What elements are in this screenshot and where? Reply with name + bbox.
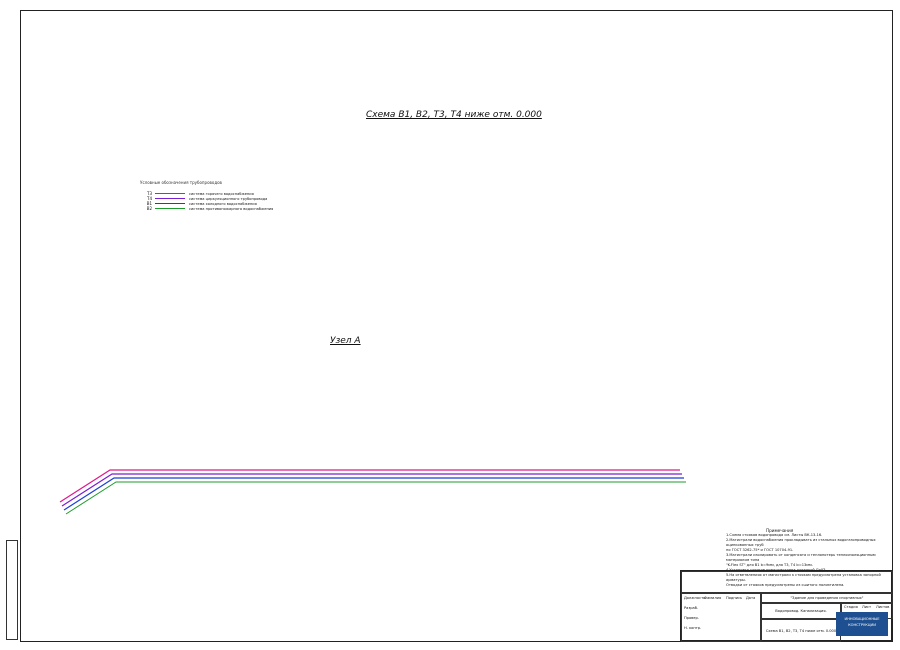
legend-line-b1 <box>155 203 185 204</box>
stamp-stage-label: Стадия <box>844 605 858 609</box>
stamp-section: Водопровод. Канализация. <box>761 603 841 619</box>
drawing-frame <box>20 10 893 642</box>
legend-title: Условные обозначения трубопроводов <box>140 180 222 185</box>
note-line: 3.Магистрали изолировать от конденсата и… <box>726 553 876 562</box>
stamp-col-position: Должность <box>684 596 706 600</box>
legend-text: система циркуляционного трубопровода <box>189 196 268 201</box>
company-logo: ИННОВАЦИОННЫЕ КОНСТРУКЦИИ <box>836 612 888 636</box>
drawing-title: Схема В1, В2, Т3, Т4 ниже отм. 0.000 <box>366 110 542 120</box>
stamp-col-date: Дата <box>746 596 756 600</box>
notes-title: Примечания <box>766 528 794 533</box>
stamp-project: "Здание для проведения спортивных" <box>761 593 893 603</box>
stamp-col-sign: Подпись <box>726 596 743 600</box>
node-a-label: Узел А <box>330 336 361 346</box>
stamp-row: Н. контр. <box>684 626 702 630</box>
pipe-b2 <box>65 481 686 515</box>
legend-code: В1 <box>146 201 152 206</box>
pipe-t3 <box>59 469 680 503</box>
main-manifold <box>59 469 686 515</box>
legend-text: система противопожарного водоснабжения <box>189 206 274 211</box>
legend-line-t4 <box>155 198 185 199</box>
side-stamp <box>6 540 18 640</box>
legend-code: В2 <box>146 206 152 211</box>
pipe-t4 <box>61 473 682 507</box>
stamp-signatures: Должность Фамилия Подпись Дата Разраб. П… <box>681 593 761 642</box>
stamp-sheet-title: Схема В1, В2, Т3, Т4 ниже отм. 0.000 <box>761 619 841 642</box>
note-line: "K-Flex ST" для В1 b=9мм, для Т3, Т4 b=1… <box>726 563 813 567</box>
stamp-sheet-label: Лист <box>862 605 872 609</box>
legend-text: система горячего водоснабжения <box>189 191 254 196</box>
legend-code: Т4 <box>147 196 152 201</box>
note-line: 5.На ответвлениях от магистрали к стояка… <box>726 573 881 582</box>
stamp-row: Провер. <box>684 616 699 620</box>
legend-line-t3 <box>155 193 185 194</box>
legend-text: система холодного водоснабжения <box>189 201 257 206</box>
legend-row: Т4 система циркуляционного трубопровода <box>140 196 280 201</box>
stamp-sheets-label: Листов <box>876 605 890 609</box>
stamp-row: Разраб. <box>684 606 699 610</box>
pipe-b1 <box>63 477 684 511</box>
legend-row: В2 система противопожарного водоснабжени… <box>140 206 280 211</box>
legend-code: Т3 <box>147 191 152 196</box>
stamp-code-cell <box>681 571 893 593</box>
note-line: по ГОСТ 3262-75* и ГОСТ 10704-91. <box>726 548 794 552</box>
note-line: Отводки от стояков предусмотрены из сшит… <box>726 583 845 587</box>
note-line: 2.Магистрали водоснабжения прокладывать … <box>726 538 876 547</box>
legend-row: В1 система холодного водоснабжения <box>140 201 280 206</box>
note-line: 1.Схема стояков водопровода см. Листы ВК… <box>726 533 823 537</box>
legend-line-b2 <box>155 208 185 209</box>
stamp-col-name: Фамилия <box>704 596 722 600</box>
legend: Условные обозначения трубопроводов Т3 си… <box>140 180 280 211</box>
legend-row: Т3 система горячего водоснабжения <box>140 191 280 196</box>
